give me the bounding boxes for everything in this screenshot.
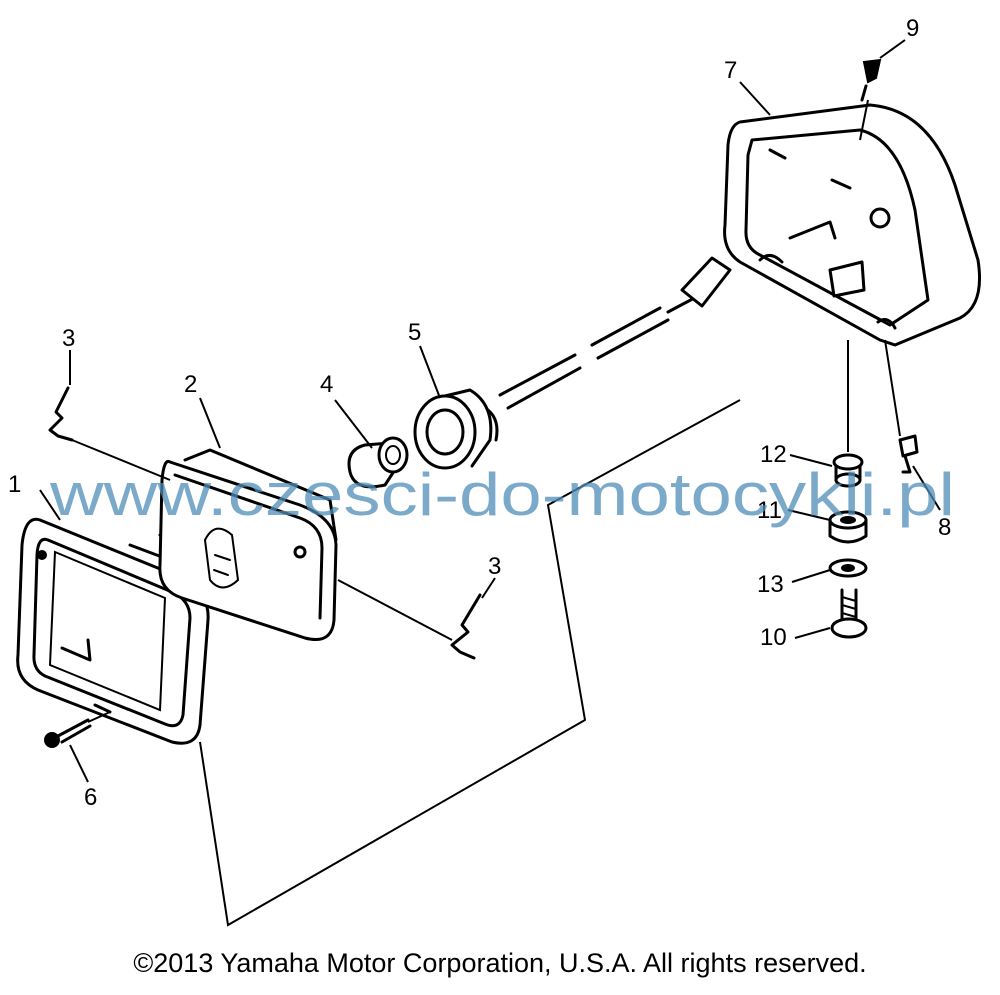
callout-13: 13 [757,571,784,598]
callout-leaders [39,39,941,783]
part-10-bolt [830,588,868,639]
callout-3-lower: 3 [488,553,501,580]
callout-labels: 1 2 3 3 4 5 6 7 8 9 10 11 12 13 [8,15,951,811]
callout-4: 4 [320,371,333,398]
part-13-washer [828,558,868,578]
part-8-bolt [898,434,919,474]
callout-5: 5 [408,319,421,346]
part-6-screw [44,718,92,748]
callout-1: 1 [8,471,21,498]
callout-2: 2 [184,371,197,398]
part-2-sealed-beam-unit [158,448,338,641]
callout-12: 12 [760,441,787,468]
part-3-spring-upper [48,386,74,442]
callout-8: 8 [938,514,951,541]
callout-9: 9 [906,15,919,42]
copyright-notice: ©2013 Yamaha Motor Corporation, U.S.A. A… [133,948,867,978]
watermark-text: www.czesci-do-motocykli.pl [49,461,955,528]
callout-6: 6 [84,784,97,811]
part-5-bulb-socket [413,256,732,470]
part-12-collar [832,453,864,488]
part-4-bulb [347,436,409,489]
part-7-headlight-housing [723,103,982,347]
part-11-grommet [828,510,868,544]
assembly-lines [71,99,901,927]
part-9-screw [860,58,882,102]
callout-3-upper: 3 [62,325,75,352]
callout-11: 11 [757,497,782,524]
part-3-spring-lower [450,593,482,660]
callout-7: 7 [724,57,737,84]
callout-10: 10 [760,624,787,651]
